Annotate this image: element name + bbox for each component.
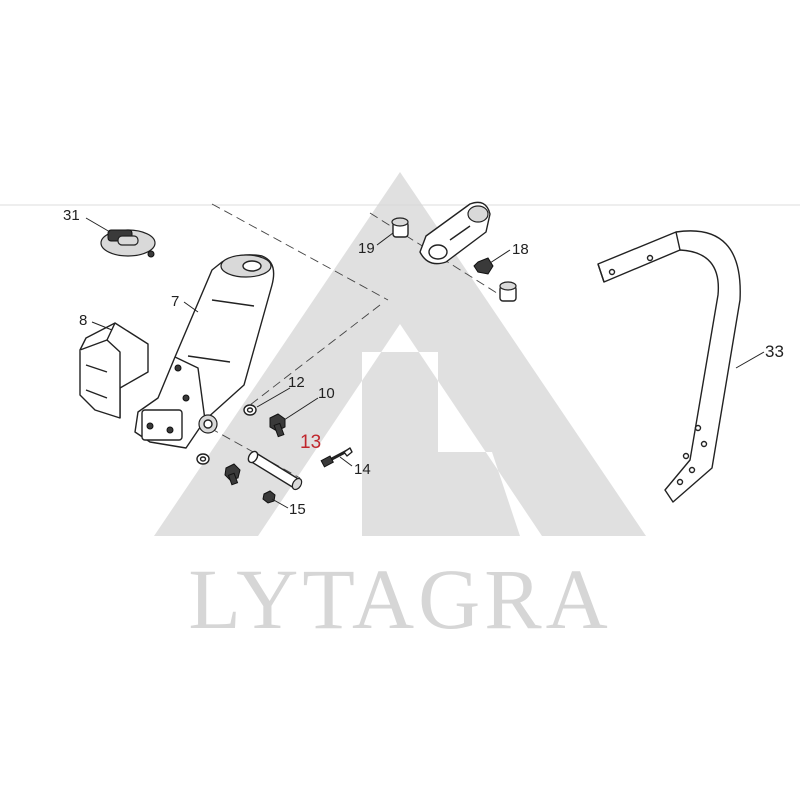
part-13-sleeve (247, 450, 303, 491)
watermark-logo (154, 172, 646, 536)
part-19-bush (391, 217, 409, 238)
part-10-screw (269, 413, 286, 438)
callout-33: 33 (765, 342, 784, 361)
part-screw-lower (224, 463, 241, 486)
callout-10: 10 (318, 385, 335, 402)
callout-14: 14 (354, 461, 371, 478)
part-15-nut (262, 490, 276, 504)
part-33-handlebar (597, 230, 741, 503)
callout-7: 7 (171, 293, 179, 310)
part-bush-lower (499, 281, 517, 302)
callout-8: 8 (79, 312, 87, 329)
part-washer-lower (196, 453, 210, 465)
callout-labels: 31 8 7 19 18 12 10 13 14 15 33 (63, 207, 784, 518)
leader-lines (85, 217, 765, 509)
part-31-knob (100, 229, 156, 258)
callout-13-highlighted: 13 (300, 432, 321, 453)
part-8-cover (79, 322, 149, 419)
part-18-nut (473, 257, 494, 275)
callout-19: 19 (358, 240, 375, 257)
callout-15: 15 (289, 501, 306, 518)
callout-18: 18 (512, 241, 529, 258)
part-7-handle-body (134, 254, 275, 449)
watermark: LYTAGRA (154, 172, 646, 647)
upper-bracket (419, 201, 491, 265)
part-12-washer (243, 404, 257, 416)
callout-31: 31 (63, 207, 80, 224)
watermark-text: LYTAGRA (188, 551, 611, 647)
part-14-bolt (320, 447, 353, 468)
callout-12: 12 (288, 374, 305, 391)
